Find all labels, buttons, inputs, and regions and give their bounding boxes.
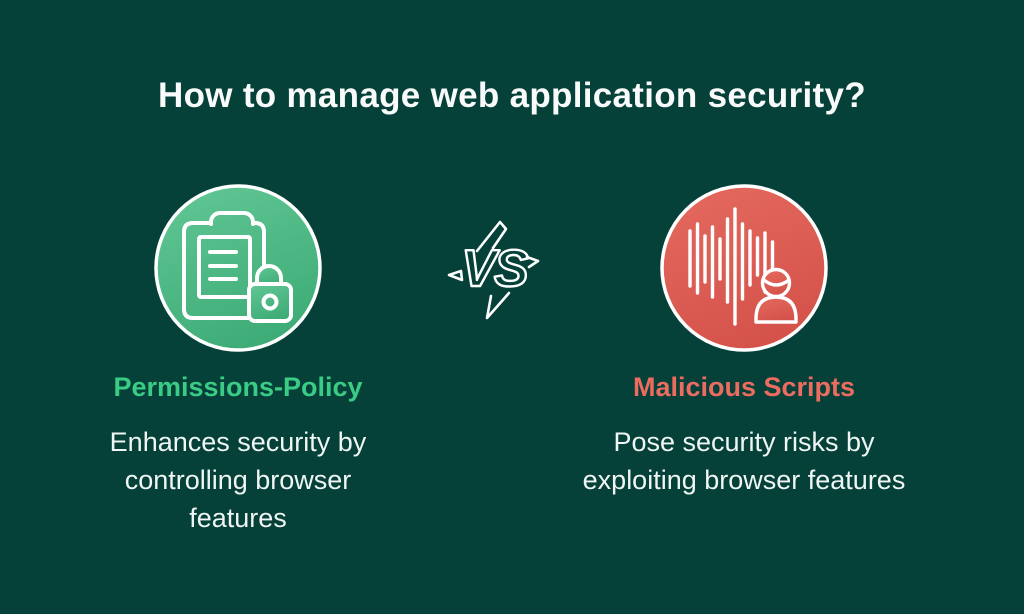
card-heading-malicious-scripts: Malicious Scripts bbox=[632, 372, 856, 402]
vs-label: VS bbox=[461, 240, 529, 298]
vs-divider: VS bbox=[443, 183, 547, 322]
comparison-row: Permissions-Policy Enhances security by … bbox=[0, 183, 1024, 537]
red-circle-badge bbox=[659, 183, 829, 353]
card-heading-permissions-policy: Permissions-Policy bbox=[113, 372, 363, 402]
card-description-malicious-scripts: Pose security risks by exploiting browse… bbox=[582, 427, 906, 495]
malicious-scripts-card: Malicious Scripts Pose security risks by… bbox=[539, 183, 949, 499]
clipboard-lock-icon bbox=[154, 184, 322, 352]
permissions-policy-card: Permissions-Policy Enhances security by … bbox=[33, 183, 443, 537]
page-title: How to manage web application security? bbox=[158, 76, 866, 115]
card-description-permissions-policy: Enhances security by controlling browser… bbox=[109, 427, 367, 533]
voice-waveform-person-icon bbox=[660, 184, 828, 352]
vs-icon: VS bbox=[447, 220, 540, 320]
green-circle-badge bbox=[153, 183, 323, 353]
